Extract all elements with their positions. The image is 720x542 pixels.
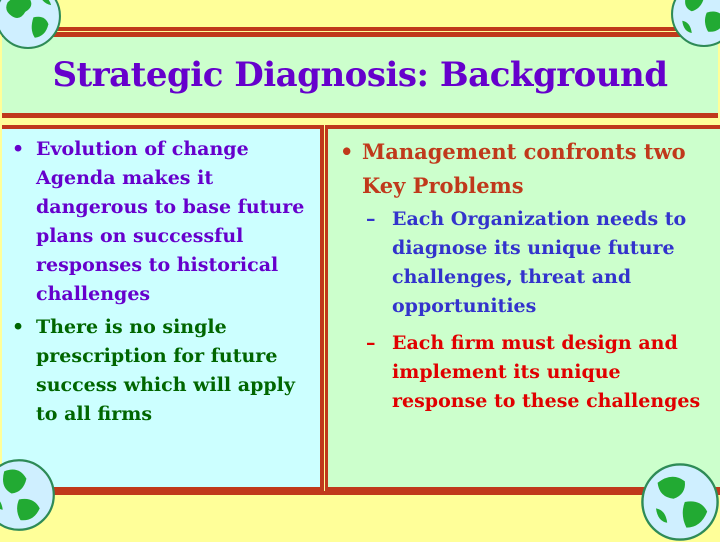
left-bullet-list: • Evolution of change Agenda makes it da…: [2, 129, 320, 429]
right-subbullet-list: – Each Organization needs to diagnose it…: [362, 205, 716, 416]
frame-bottom-line: [0, 491, 720, 495]
left-bullet-2: • There is no single prescription for fu…: [6, 313, 316, 429]
left-panel: • Evolution of change Agenda makes it da…: [2, 125, 324, 491]
globe-icon: [640, 462, 720, 542]
dash-marker: –: [366, 208, 376, 230]
bullet-marker: •: [340, 139, 354, 164]
bullet-marker: •: [12, 138, 25, 160]
dash-marker: –: [366, 332, 376, 354]
right-bullet-1: • Management confronts two Key Problems …: [336, 135, 716, 416]
frame-top-line: [0, 27, 720, 31]
right-subbullet-1: – Each Organization needs to diagnose it…: [362, 205, 716, 321]
right-subbullet-2-text: Each firm must design and implement its …: [392, 332, 701, 412]
right-panel: • Management confronts two Key Problems …: [325, 125, 720, 491]
globe-icon: [670, 0, 720, 48]
left-bullet-1: • Evolution of change Agenda makes it da…: [6, 135, 316, 309]
globe-icon: [0, 458, 56, 532]
left-bullet-1-text: Evolution of change Agenda makes it dang…: [36, 138, 305, 305]
right-subbullet-1-text: Each Organization needs to diagnose its …: [392, 208, 687, 317]
right-subbullet-2: – Each firm must design and implement it…: [362, 329, 716, 416]
slide-title: Strategic Diagnosis: Background: [52, 55, 668, 95]
right-bullet-list: • Management confronts two Key Problems …: [328, 129, 720, 416]
globe-icon: [0, 0, 62, 50]
left-bullet-2-text: There is no single prescription for futu…: [36, 316, 295, 425]
right-bullet-1-text: Management confronts two Key Problems: [362, 139, 686, 198]
title-band: Strategic Diagnosis: Background: [2, 32, 718, 118]
bullet-marker: •: [12, 316, 25, 338]
